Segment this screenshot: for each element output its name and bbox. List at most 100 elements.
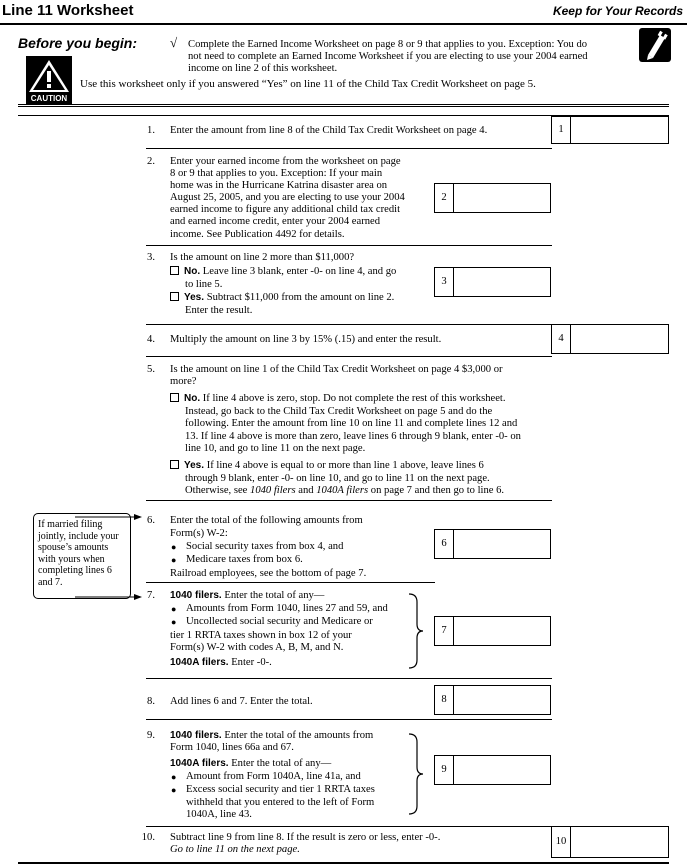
- line-1-box-label: 1: [552, 117, 571, 143]
- line-7-bullet-2-cont-1: tier 1 RRTA taxes shown in box 12 of you…: [170, 630, 352, 641]
- line-7-entry[interactable]: 7: [434, 616, 551, 646]
- line-7-bullet-2-cont-2: Form(s) W-2 with codes A, B, M, and N.: [170, 642, 344, 653]
- line-8-number: 8.: [147, 696, 155, 707]
- line-6-box-label: 6: [435, 530, 454, 558]
- line-2-text-3: home was in the Hurricane Katrina disast…: [170, 180, 388, 191]
- line-5-question-1: Is the amount on line 1 of the Child Tax…: [170, 364, 503, 375]
- line-9-box-label: 9: [435, 756, 454, 784]
- line-5-no-text-5: line 10, and go to line 11 on the next p…: [185, 443, 366, 455]
- before-you-begin-label: Before you begin:: [18, 35, 138, 51]
- note-line-2: jointly, include your: [38, 530, 119, 542]
- line-2-text-5: earned income to figure any additional c…: [170, 204, 401, 215]
- line-2-text-1: Enter your earned income from the worksh…: [170, 156, 401, 167]
- intro-line-3: income on line 2 of this worksheet.: [188, 63, 338, 74]
- line-3-no-checkbox[interactable]: [170, 266, 179, 275]
- line-7-bullet-2: Uncollected social security and Medicare…: [170, 616, 420, 629]
- line-5-no-checkbox[interactable]: [170, 393, 179, 402]
- line-2-entry[interactable]: 2: [434, 183, 551, 213]
- line-5-question-2: more?: [170, 376, 197, 387]
- check-mark-icon: √: [170, 35, 178, 50]
- line-8-entry[interactable]: 8: [434, 685, 551, 715]
- line-4-entry[interactable]: 4: [551, 324, 669, 354]
- pen-icon: [639, 28, 671, 62]
- line-7-box-label: 7: [435, 617, 454, 645]
- note-line-5: completing lines 6: [38, 565, 112, 576]
- line-9-heading-1b: Form 1040, lines 66a and 67.: [170, 742, 294, 753]
- line-3-entry[interactable]: 3: [434, 267, 551, 297]
- line-10-text-1: Subtract line 9 from line 8. If the resu…: [170, 832, 441, 843]
- line-7-bullets: Amounts from Form 1040, lines 27 and 59,…: [170, 603, 420, 628]
- line-5-yes-option: Yes. If line 4 above is equal to or more…: [170, 460, 555, 498]
- bottom-rule: [18, 862, 669, 864]
- line-5-rule: [146, 500, 552, 501]
- line-5-no-text-3: following. Enter the amount from line 10…: [185, 418, 518, 430]
- line-6-bullet-2: Medicare taxes from box 6.: [170, 554, 435, 567]
- line-3-no-text-1: Leave line 3 blank, enter -0- on line 4,…: [202, 266, 397, 277]
- line-9-heading-1: 1040 filers. Enter the total of the amou…: [170, 730, 374, 741]
- line-6-text-1: Enter the total of the following amounts…: [170, 515, 363, 526]
- line-4-box-label: 4: [552, 325, 571, 353]
- line-2-text-2: 8 or 9 that applies to you. Exception: I…: [170, 168, 383, 179]
- line-6-text-2: Form(s) W-2:: [170, 528, 228, 539]
- line-3-yes-option: Yes. Subtract $11,000 from the amount on…: [170, 292, 435, 317]
- use-worksheet-line: Use this worksheet only if you answered …: [80, 78, 536, 90]
- header-rule: [0, 23, 687, 25]
- intro-line-1: Complete the Earned Income Worksheet on …: [188, 39, 588, 50]
- line-1-entry[interactable]: 1: [551, 116, 669, 144]
- caution-word: CAUTION: [30, 94, 68, 103]
- line-8-rule: [146, 719, 552, 720]
- line-2-box-label: 2: [435, 184, 454, 212]
- line-5-no-option: No. If line 4 above is zero, stop. Do no…: [170, 393, 555, 456]
- note-line-4: with yours when: [38, 553, 105, 565]
- line-4-number: 4.: [147, 334, 155, 345]
- line-9-bullets: Amount from Form 1040A, line 41a, and Ex…: [170, 771, 420, 796]
- line-9-rule: [146, 826, 669, 827]
- line-4-rule: [146, 356, 552, 357]
- line-2-rule: [146, 245, 552, 246]
- line-6-number: 6.: [147, 515, 155, 526]
- before-section-rule: [18, 104, 669, 105]
- line-6-text-3: Railroad employees, see the bottom of pa…: [170, 568, 367, 579]
- line-3-no-text-2: to line 5.: [185, 278, 223, 290]
- line-5-yes-text-1: If line 4 above is equal to or more than…: [206, 460, 484, 471]
- line-3-question: Is the amount on line 2 more than $11,00…: [170, 252, 355, 263]
- line-3-rule: [146, 324, 669, 325]
- line-3-yes-checkbox[interactable]: [170, 292, 179, 301]
- line-3-yes-label: Yes.: [184, 292, 205, 303]
- line-9-bullet-2-cont-2: 1040A, line 43.: [186, 809, 252, 820]
- line-7-heading: 1040 filers. Enter the total of any—: [170, 590, 325, 601]
- line-5-no-text-1: If line 4 above is zero, stop. Do not co…: [202, 393, 506, 404]
- worksheet-title: Line 11 Worksheet: [2, 2, 134, 19]
- line-1-number: 1.: [147, 125, 155, 136]
- line-7-rule: [146, 678, 552, 679]
- line-3-box-label: 3: [435, 268, 454, 296]
- line-5-yes-checkbox[interactable]: [170, 460, 179, 469]
- note-line-3: spouse’s amounts: [38, 542, 109, 553]
- line-4-text: Multiply the amount on line 3 by 15% (.1…: [170, 334, 442, 345]
- line-10-box-label: 10: [552, 827, 571, 857]
- line-10-entry[interactable]: 10: [551, 826, 669, 858]
- line-6-entry[interactable]: 6: [434, 529, 551, 559]
- line-5-no-text-4: 13. If line 4 above is more than zero, l…: [185, 430, 521, 442]
- line-3-yes-text-1: Subtract $11,000 from the amount on line…: [206, 292, 395, 303]
- line-2-text-4: August 25, 2005, and you are electing to…: [170, 192, 405, 203]
- note-line-1: If married filing: [38, 519, 103, 530]
- line-5-yes-text-2: through 9 blank, enter -0- on line 10, a…: [185, 472, 490, 484]
- intro-line-2: not need to complete an Earned Income Wo…: [188, 51, 588, 62]
- line-3-number: 3.: [147, 252, 155, 263]
- line-9-number: 9.: [147, 730, 155, 741]
- line-7-brace: [408, 593, 424, 669]
- line-9-bullet-1: Amount from Form 1040A, line 41a, and: [170, 771, 420, 784]
- line-9-entry[interactable]: 9: [434, 755, 551, 785]
- line-6-bullet-1: Social security taxes from box 4, and: [170, 541, 435, 554]
- line-2-number: 2.: [147, 156, 155, 167]
- before-section-rule-2: [18, 106, 669, 107]
- line-7-1040a: 1040A filers. Enter -0-.: [170, 657, 272, 668]
- line-6-bullets: Social security taxes from box 4, and Me…: [170, 541, 435, 566]
- married-filing-note: If married filing jointly, include your …: [33, 513, 131, 599]
- worksheet-top-rule: [18, 115, 669, 116]
- line-9-bullet-2-cont-1: withheld that you entered to the left of…: [186, 797, 375, 808]
- line-2-text-7: income. See Publication 4492 for details…: [170, 229, 345, 240]
- line-7-bullet-1: Amounts from Form 1040, lines 27 and 59,…: [170, 603, 420, 616]
